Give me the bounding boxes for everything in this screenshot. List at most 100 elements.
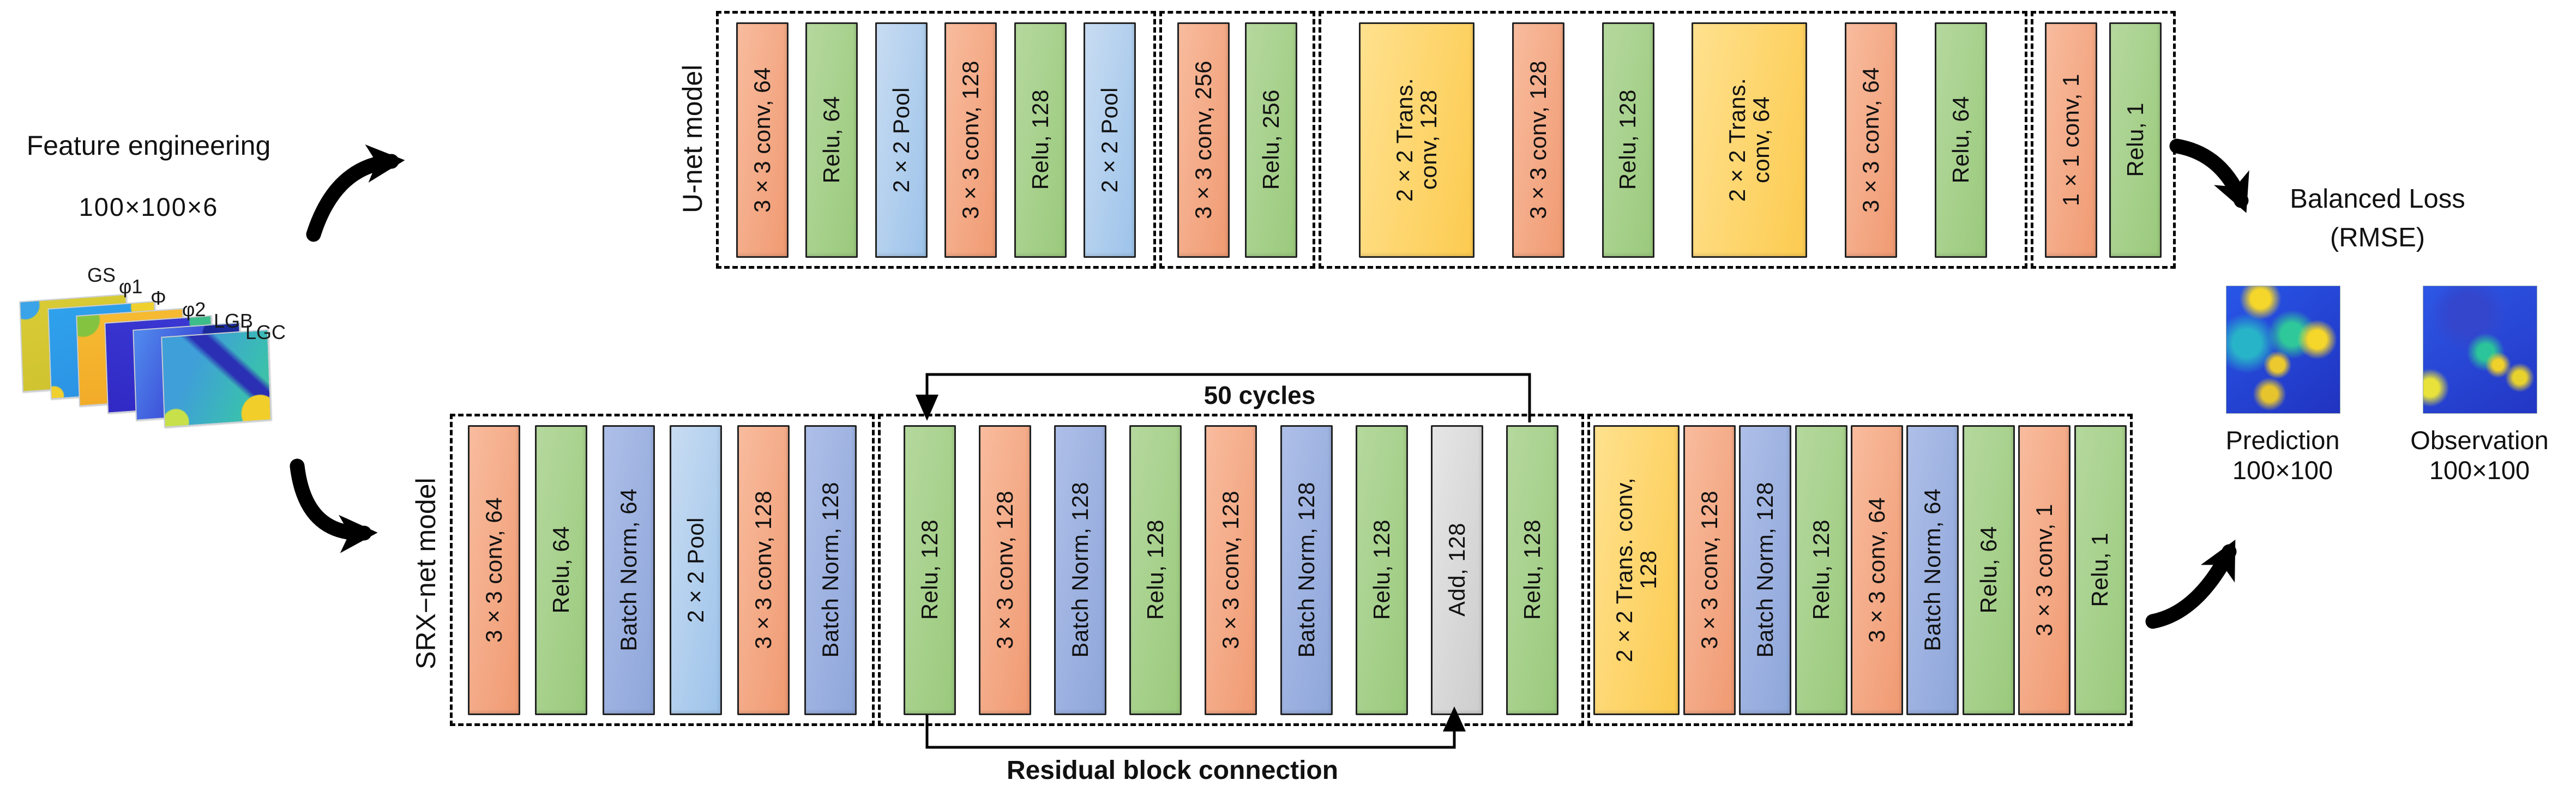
conv-bar: 3×3 conv, 64 — [1850, 425, 1903, 715]
bar-label: Relu, 64 — [548, 526, 574, 614]
relu-bar: Relu, 128 — [904, 425, 956, 715]
bar-label: Batch Norm, 64 — [1919, 488, 1946, 651]
bn-bar: Batch Norm, 128 — [1739, 425, 1792, 715]
relu-bar: Relu, 64 — [535, 425, 588, 715]
prediction-label: Prediction — [2225, 426, 2340, 455]
layer-group: 3×3 conv, 64 Relu, 64 Batch Norm, 64 2×2 Po… — [450, 414, 875, 726]
arrow-unet-to-loss — [2169, 138, 2249, 213]
pool-bar: 2×2 Pool — [875, 22, 928, 258]
conv-bar: 3×3 conv, 64 — [1845, 22, 1898, 258]
prediction-dims: 100×100 — [2232, 456, 2333, 485]
bar-label: 2×2 Trans. conv, 64 — [1724, 77, 1774, 202]
bar-label: 3×3 conv, 128 — [958, 61, 984, 219]
bn-bar: Batch Norm, 128 — [1054, 425, 1107, 715]
bar-label: Batch Norm, 128 — [1067, 482, 1093, 658]
layer-group: Relu, 128 3×3 conv, 128 Batch Norm, 128 Rel… — [878, 414, 1584, 726]
add-bar: Add, 128 — [1430, 425, 1483, 715]
bar-label: Relu, 128 — [917, 519, 943, 620]
srx-layer-groups: 3×3 conv, 64 Relu, 64 Batch Norm, 64 2×2 Po… — [450, 414, 2133, 726]
relu-bar: Relu, 128 — [1602, 22, 1654, 258]
feature-layer-label: GS — [87, 264, 116, 286]
bn-bar: Batch Norm, 64 — [1906, 425, 1959, 715]
conv-bar: 3×3 conv, 64 — [736, 22, 789, 258]
bar-label: 3×3 conv, 128 — [992, 491, 1018, 649]
bar-label: 2×2 Trans. conv, 128 — [1391, 77, 1441, 202]
conv-bar: 3×3 conv, 128 — [737, 425, 790, 715]
layer-group: 3×3 conv, 64 Relu, 64 2×2 Pool 3×3 conv, 12… — [716, 11, 1156, 269]
relu-bar: Relu, 1 — [2074, 425, 2127, 715]
bar-label: 3×3 conv, 128 — [1525, 61, 1551, 219]
trans-bar: 2×2 Trans. conv, 128 — [1358, 22, 1474, 258]
loss-title: Balanced Loss — [2290, 184, 2465, 214]
bar-label: 3×3 conv, 64 — [749, 66, 775, 213]
feature-layer-label: φ1 — [119, 275, 143, 298]
bar-label: 3×3 conv, 64 — [480, 497, 507, 643]
bar-label: Relu, 1 — [2087, 533, 2113, 607]
conv-bar: 3×3 conv, 64 — [467, 425, 520, 715]
relu-bar: Relu, 128 — [1129, 425, 1182, 715]
relu-bar: Relu, 128 — [1795, 425, 1847, 715]
bar-label: 3×3 conv, 1 — [2031, 503, 2057, 637]
bar-label: Relu, 64 — [818, 96, 845, 184]
relu-bar: Relu, 256 — [1245, 22, 1297, 258]
bar-label: Relu, 64 — [1975, 526, 2001, 614]
relu-bar: Relu, 64 — [1935, 22, 1988, 258]
bar-label: Add, 128 — [1443, 523, 1470, 617]
cycles-annotation: 50 cycles — [1203, 381, 1316, 409]
bar-label: 2×2 Pool — [683, 517, 709, 623]
observation-caption: Observation 100×100 — [2398, 425, 2561, 486]
bar-label: Relu, 128 — [1027, 89, 1053, 190]
layer-group: 3×3 conv, 256 Relu, 256 — [1159, 11, 1315, 269]
bar-label: 3×3 conv, 128 — [750, 491, 776, 649]
loss-subtitle: (RMSE) — [2330, 223, 2425, 252]
relu-bar: Relu, 128 — [1355, 425, 1408, 715]
conv-bar: 1×1 conv, 1 — [2045, 22, 2098, 258]
bar-label: Relu, 128 — [1519, 519, 1545, 620]
bar-label: 3×3 conv, 128 — [1218, 491, 1244, 649]
layer-group: 2×2 Trans. conv, 128 3×3 conv, 128 Relu, 1… — [1319, 11, 2027, 269]
feature-layer-label: LGB — [214, 310, 254, 332]
arrow-features-to-srx — [290, 458, 378, 553]
bar-label: Batch Norm, 128 — [817, 482, 844, 658]
bar-label: Batch Norm, 64 — [615, 488, 641, 651]
relu-bar: Relu, 64 — [1962, 425, 2015, 715]
bar-label: Relu, 64 — [1948, 96, 1974, 184]
feature-layer-label: LGC — [245, 321, 286, 343]
bn-bar: Batch Norm, 64 — [602, 425, 655, 715]
arrow-features-to-unet — [306, 144, 405, 242]
feature-layer-label: φ2 — [182, 298, 206, 321]
conv-bar: 3×3 conv, 128 — [1512, 22, 1564, 258]
conv-bar: 3×3 conv, 128 — [944, 22, 997, 258]
bar-label: Relu, 128 — [1615, 89, 1641, 190]
feature-layer-label: Φ — [151, 287, 166, 309]
observation-label: Observation — [2410, 426, 2549, 455]
prediction-caption: Prediction 100×100 — [2201, 425, 2364, 486]
trans-bar: 2×2 Trans. conv, 128 — [1593, 425, 1680, 715]
conv-bar: 3×3 conv, 128 — [979, 425, 1032, 715]
arrow-srx-to-loss — [2145, 540, 2237, 629]
residual-connection-annotation: Residual block connection — [1006, 756, 1339, 785]
conv-bar: 3×3 conv, 128 — [1205, 425, 1257, 715]
conv-bar: 3×3 conv, 128 — [1683, 425, 1736, 715]
feature-engineering-title: Feature engineering — [26, 130, 271, 161]
observation-image — [2423, 286, 2537, 414]
conv-bar: 3×3 conv, 256 — [1177, 22, 1230, 258]
bar-label: 3×3 conv, 128 — [1696, 491, 1722, 649]
prediction-image — [2226, 286, 2340, 414]
trans-bar: 2×2 Trans. conv, 64 — [1692, 22, 1808, 258]
bar-label: Relu, 256 — [1257, 89, 1284, 190]
bar-label: Relu, 128 — [1142, 519, 1169, 620]
layer-group: 1×1 conv, 1 Relu, 1 — [2031, 11, 2176, 269]
bar-label: 2×2 Pool — [888, 87, 914, 193]
relu-bar: Relu, 128 — [1506, 425, 1558, 715]
bn-bar: Batch Norm, 128 — [1280, 425, 1333, 715]
observation-dims: 100×100 — [2429, 456, 2530, 485]
bar-label: 3×3 conv, 256 — [1190, 61, 1216, 219]
bar-label: Relu, 128 — [1368, 519, 1394, 620]
bn-bar: Batch Norm, 128 — [804, 425, 857, 715]
bar-label: 1×1 conv, 1 — [2058, 73, 2084, 207]
layer-group: 2×2 Trans. conv, 128 3×3 conv, 128 Batch N… — [1587, 414, 2133, 726]
relu-bar: Relu, 128 — [1014, 22, 1067, 258]
relu-bar: Relu, 1 — [2109, 22, 2162, 258]
pool-bar: 2×2 Pool — [670, 425, 723, 715]
